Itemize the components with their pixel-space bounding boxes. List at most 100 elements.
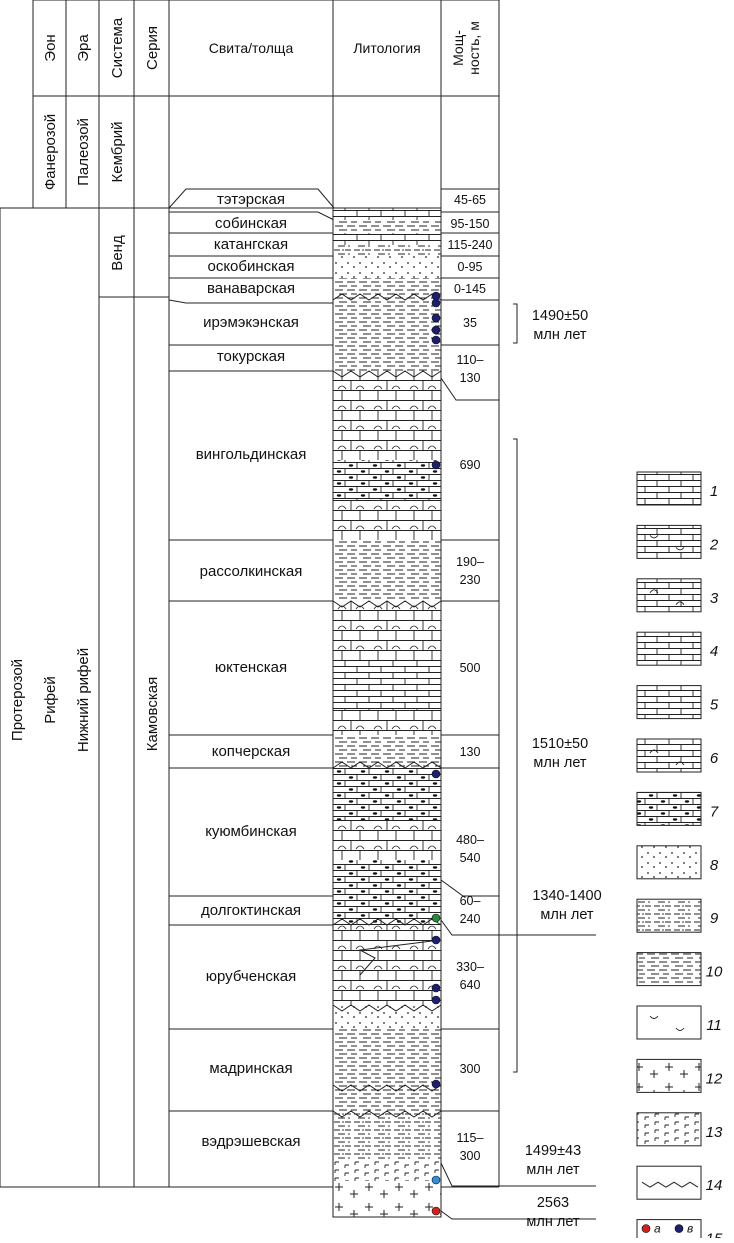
legend-number: 4 bbox=[710, 643, 718, 660]
sample-dot bbox=[431, 460, 441, 470]
legend-number: 11 bbox=[706, 1017, 722, 1034]
legend-swatch bbox=[636, 631, 702, 666]
formation-thickness: 690 bbox=[460, 458, 481, 472]
header-thickness: Мощ-ность, м bbox=[450, 21, 482, 75]
thickness-boundaries bbox=[440, 188, 499, 1112]
formation-name: юктенская bbox=[215, 659, 287, 676]
legend-swatch bbox=[636, 845, 702, 880]
sample-dot bbox=[431, 325, 441, 335]
legend-number: 9 bbox=[710, 910, 719, 927]
legend-swatch bbox=[636, 738, 702, 773]
sample-dot bbox=[431, 983, 441, 993]
legend-number: 5 bbox=[710, 697, 719, 714]
formation-thickness: 110–130 bbox=[457, 353, 484, 385]
legend-number: 1 bbox=[710, 483, 718, 500]
legend-number: 12 bbox=[706, 1070, 723, 1087]
legend-swatch bbox=[636, 685, 702, 720]
litho-yuktenskaya-b bbox=[333, 660, 441, 710]
litho-kopcherskaya bbox=[333, 735, 441, 768]
litho-dolgoktinskaya bbox=[333, 896, 441, 925]
header-labels: Эон Эра Система Серия Свита/толща Литоло… bbox=[42, 17, 482, 78]
litho-vingoldinskaya-b bbox=[333, 460, 441, 500]
formation-name: оскобинская bbox=[207, 258, 294, 275]
age-value: 1340-1400 bbox=[532, 888, 601, 904]
age-annotations bbox=[440, 303, 596, 1220]
formation-thickness: 115-240 bbox=[448, 238, 493, 252]
label-lower-riphean: Нижний рифей bbox=[75, 648, 92, 752]
age-unit: млн лет bbox=[526, 1214, 580, 1230]
age-unit: млн лет bbox=[540, 907, 594, 923]
formation-name: тэтэрская bbox=[217, 191, 285, 208]
label-paleozoic: Палеозой bbox=[75, 118, 92, 186]
age-value: 1499±43 bbox=[525, 1143, 581, 1159]
legend-swatch bbox=[636, 471, 702, 506]
formation-thickness: 0-95 bbox=[457, 260, 482, 274]
label-kamovskaya: Камовская bbox=[144, 677, 161, 751]
formation-name: токурская bbox=[217, 348, 285, 365]
legend-number: 15 bbox=[706, 1231, 723, 1238]
legend-swatch bbox=[636, 791, 702, 826]
litho-teterskaya bbox=[333, 208, 441, 220]
formation-thickness: 60–240 bbox=[460, 894, 481, 926]
thickness-labels: 45-6595-150115-2400-950-14535110–1306901… bbox=[448, 193, 493, 1163]
sample-dot bbox=[431, 913, 441, 923]
formation-name: долгоктинская bbox=[201, 902, 301, 919]
formation-thickness: 45-65 bbox=[454, 193, 486, 207]
lithology-column bbox=[332, 207, 442, 1218]
header-thickness-text: Мощ-ность, м bbox=[450, 21, 482, 75]
litho-vingoldinskaya bbox=[333, 371, 441, 540]
legend-swatch bbox=[636, 1005, 702, 1040]
formation-thickness: 35 bbox=[463, 316, 477, 330]
sample-dot bbox=[431, 1206, 441, 1216]
legend-swatch bbox=[636, 1219, 702, 1243]
litho-madrinskaya bbox=[333, 1029, 441, 1111]
litho-vanavarskaya bbox=[333, 278, 441, 300]
legend-swatch bbox=[636, 1058, 702, 1093]
label-vend: Венд bbox=[109, 235, 126, 271]
sample-dot bbox=[431, 298, 441, 308]
legend-swatch bbox=[636, 524, 702, 559]
legend-dot-v bbox=[674, 1224, 684, 1233]
litho-vedreshevskaya bbox=[333, 1111, 441, 1161]
legend-number: 13 bbox=[706, 1124, 723, 1141]
legend-number: 8 bbox=[710, 857, 719, 874]
age-value: 1510±50 bbox=[532, 736, 588, 752]
age-labels: 1490±50 млн лет 1510±50 млн лет 1340-1400 млн… bbox=[525, 308, 602, 1230]
formation-name: куюмбинская bbox=[205, 823, 297, 840]
formation-thickness: 130 bbox=[460, 745, 481, 759]
legend-swatch bbox=[636, 1165, 702, 1200]
formation-boundaries bbox=[168, 188, 335, 1112]
legend-number: 3 bbox=[710, 590, 719, 607]
legend-number: 14 bbox=[706, 1177, 723, 1194]
formation-name: ирэмэкэнская bbox=[203, 314, 299, 331]
formation-name: собинская bbox=[215, 215, 287, 232]
formation-thickness: 190–230 bbox=[456, 555, 484, 587]
litho-oskobinskaya bbox=[333, 256, 441, 278]
litho-katangskaya bbox=[333, 233, 441, 245]
legend-swatch bbox=[636, 898, 702, 933]
litho-basement-tuff bbox=[333, 1161, 441, 1181]
age-unit: млн лет bbox=[533, 327, 587, 343]
formation-thickness: 0-145 bbox=[454, 282, 486, 296]
legend: 123456789101112131415абвг bbox=[636, 471, 723, 1243]
sample-dot bbox=[431, 1079, 441, 1089]
legend-number: 7 bbox=[710, 803, 719, 820]
formation-name: катангская bbox=[214, 236, 288, 253]
label-cambrian: Кембрий bbox=[109, 122, 126, 183]
formation-name: копчерская bbox=[212, 743, 291, 760]
header-system: Система bbox=[109, 17, 126, 78]
formation-name: рассолкинская bbox=[200, 563, 303, 580]
legend-swatch bbox=[636, 578, 702, 613]
header-suite: Свита/толща bbox=[209, 40, 294, 56]
sample-dot bbox=[431, 935, 441, 945]
legend15-label: в bbox=[687, 1222, 693, 1236]
sample-markers bbox=[431, 291, 441, 1216]
litho-katangskaya-b bbox=[333, 245, 441, 256]
age-value: 1490±50 bbox=[532, 308, 588, 324]
legend-swatch bbox=[636, 1112, 702, 1147]
formation-thickness: 500 bbox=[460, 661, 481, 675]
legend-number: 6 bbox=[710, 750, 719, 767]
header-era: Эра bbox=[75, 34, 92, 62]
age-value: 2563 bbox=[537, 1195, 569, 1211]
